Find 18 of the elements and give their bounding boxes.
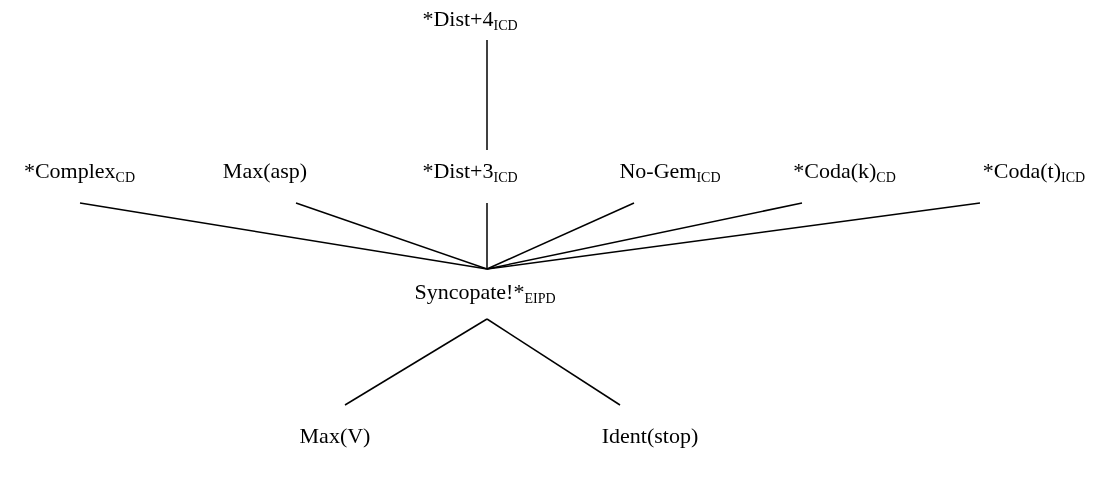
- constraint-label: No-Gem$_{ICD}$: [619, 158, 721, 184]
- connector-line: [295, 202, 488, 270]
- connector-line: [486, 39, 488, 151]
- connector-line: [344, 318, 488, 406]
- constraint-label: *Dist+3$_{ICD}$: [422, 158, 518, 184]
- constraint-label: *Coda(t)$_{ICD}$: [982, 158, 1086, 184]
- connector-line: [486, 318, 621, 406]
- constraint-label: Ident(stop): [601, 423, 699, 449]
- connector-line: [486, 202, 981, 270]
- constraint-label: *Dist+4$_{ICD}$: [422, 6, 518, 32]
- constraint-label: Max(V): [299, 423, 371, 449]
- constraint-label: Max(asp): [222, 158, 308, 184]
- constraint-label: Syncopate!*$_{EIPD}$: [414, 279, 556, 305]
- connector-line: [79, 202, 488, 270]
- connector-line: [486, 202, 635, 270]
- constraint-label: *Complex$_{CD}$: [23, 158, 136, 184]
- connector-line: [486, 202, 488, 270]
- constraint-label: *Coda(k)$_{CD}$: [793, 158, 896, 184]
